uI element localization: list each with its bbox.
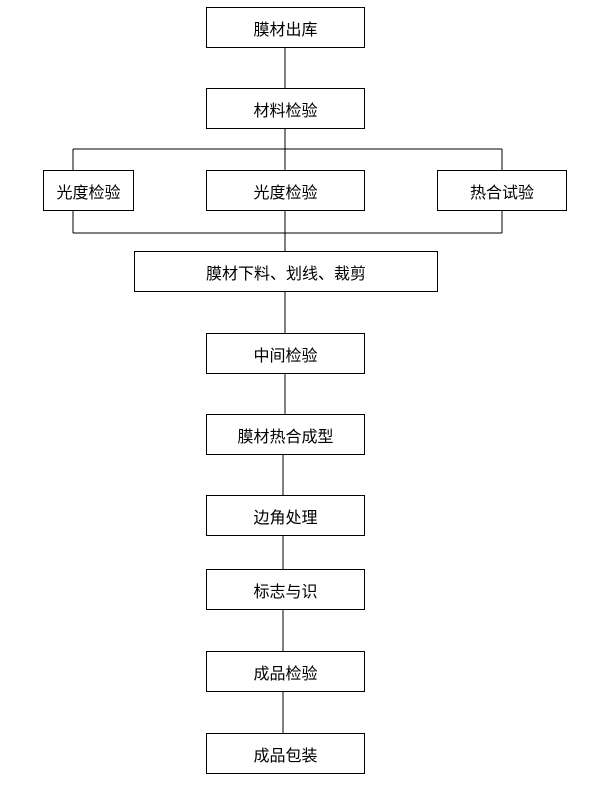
step-final-packaging-label: 成品包装 (253, 745, 318, 765)
step-material-inspection-label: 材料检验 (253, 100, 318, 120)
step-marking-label: 标志与识 (253, 581, 318, 601)
step-intermediate-inspection: 中间检验 (206, 333, 365, 374)
step-heat-seal-forming: 膜材热合成型 (206, 414, 365, 455)
step-cutting-label: 膜材下料、划线、裁剪 (205, 263, 366, 283)
step-heat-seal-test-label: 热合试验 (469, 182, 534, 202)
step-heat-seal-test: 热合试验 (437, 170, 567, 211)
step-light-inspection-left: 光度检验 (43, 170, 134, 211)
step-cutting: 膜材下料、划线、裁剪 (134, 251, 438, 292)
step-final-packaging: 成品包装 (206, 733, 365, 774)
step-light-inspection-left-label: 光度检验 (56, 182, 121, 202)
step-intermediate-inspection-label: 中间检验 (253, 345, 318, 365)
step-heat-seal-forming-label: 膜材热合成型 (237, 426, 334, 446)
step-edge-processing-label: 边角处理 (253, 507, 318, 527)
step-marking: 标志与识 (206, 569, 365, 610)
step-edge-processing: 边角处理 (206, 495, 365, 536)
step-final-inspection: 成品检验 (206, 651, 365, 692)
step-material-inspection: 材料检验 (206, 88, 365, 129)
step-membrane-outbound-label: 膜材出库 (253, 19, 318, 39)
step-membrane-outbound: 膜材出库 (206, 7, 365, 48)
step-final-inspection-label: 成品检验 (253, 663, 318, 683)
step-light-inspection-center-label: 光度检验 (253, 182, 318, 202)
step-light-inspection-center: 光度检验 (206, 170, 365, 211)
